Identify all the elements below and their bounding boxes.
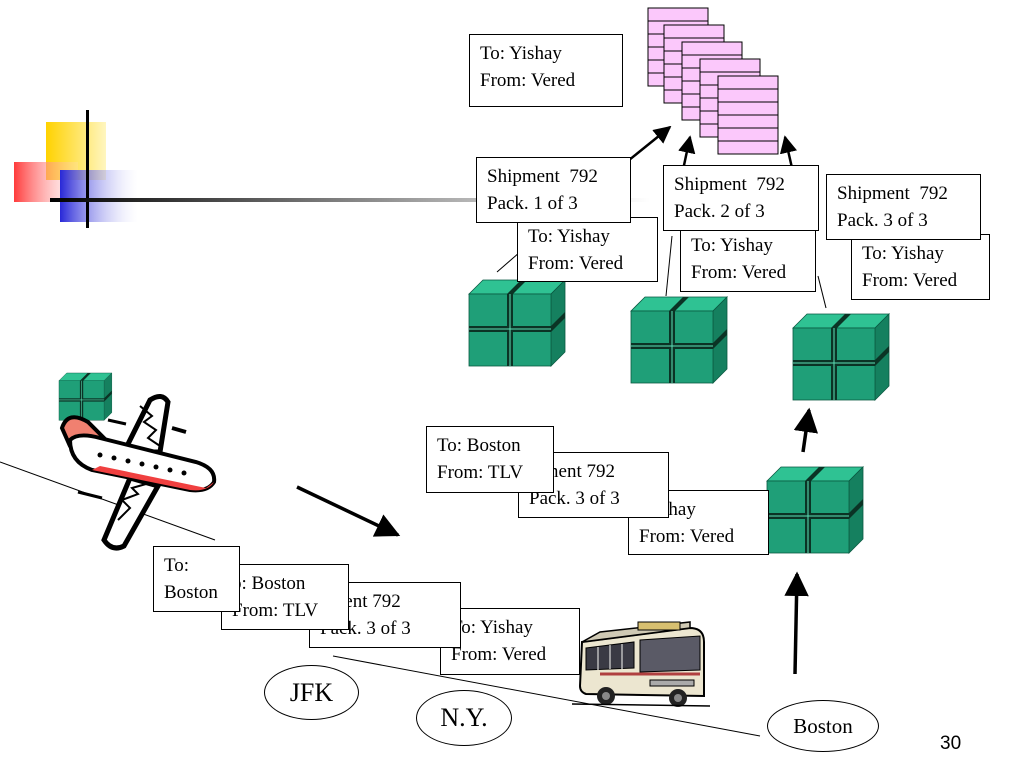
address-label-3: To: Yishay From: Vered — [851, 234, 990, 300]
document-stack-icon — [647, 7, 779, 155]
decoration — [14, 110, 650, 228]
arrow-boston-up — [784, 571, 809, 675]
bottom-yishay-label: To: Yishay From: Vered — [440, 608, 580, 675]
route-lines — [0, 235, 827, 737]
arrow-to-stack-3 — [779, 135, 798, 169]
package-icon — [630, 296, 728, 384]
airplane-icon — [59, 394, 217, 551]
place-jfk: JFK — [264, 665, 359, 720]
package-icon — [468, 279, 566, 367]
place-ny: N.Y. — [416, 690, 512, 746]
bottom-to-boston-label: To: Boston — [153, 546, 240, 612]
package-icon — [766, 466, 864, 554]
package-icon — [58, 372, 113, 421]
place-boston: Boston — [767, 700, 879, 752]
arrow-box-up — [793, 407, 819, 453]
shipment-label-3: Shipment 792 Pack. 3 of 3 — [826, 174, 981, 240]
shipment-label-1: Shipment 792 Pack. 1 of 3 — [476, 157, 631, 223]
address-label-2: To: Yishay From: Vered — [680, 226, 816, 292]
document-sheet — [717, 75, 779, 155]
page-number: 30 — [940, 733, 962, 754]
package-icon — [792, 313, 890, 401]
bottom-boston-tlv-label: o: Boston From: TLV — [221, 564, 349, 630]
address-label-1: To: Yishay From: Vered — [517, 217, 658, 282]
arrows — [296, 125, 819, 675]
shipment-label-2: Shipment 792 Pack. 2 of 3 — [663, 165, 819, 231]
middle-boston-label: To: Boston From: TLV — [426, 426, 554, 493]
stack-address-label: To: Yishay From: Vered — [469, 34, 623, 107]
arrow-plane-to-middle — [296, 485, 401, 537]
arrow-to-stack-2 — [678, 135, 696, 171]
bus-icon — [571, 621, 711, 707]
